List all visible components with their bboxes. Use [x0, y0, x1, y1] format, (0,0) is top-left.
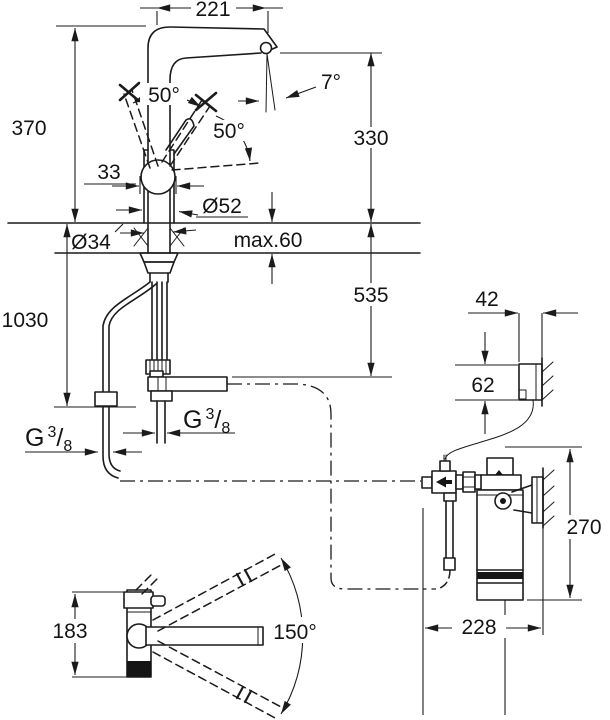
lever-axis-dashed: [171, 162, 261, 171]
filter-assembly: [421, 454, 555, 601]
dim-330-label: 330: [353, 127, 388, 150]
wall-hatch-upper: [541, 361, 554, 401]
mounting-studs: [133, 227, 185, 247]
dia-34-label: Ø34: [71, 231, 111, 254]
dim-221-label: 221: [195, 0, 230, 21]
supply-hoses: [151, 281, 168, 361]
top-view-base-pad: [127, 661, 151, 677]
dim-183-label: 183: [52, 620, 87, 643]
wall-hatch-lower: [542, 469, 555, 527]
hose-nut-right: [150, 390, 173, 402]
return-hose-route: [227, 383, 436, 590]
dia-52-label: Ø52: [202, 195, 242, 218]
pullout-hose-socket: [147, 376, 228, 392]
filter-hose-inner: [108, 283, 157, 472]
faucet-side-view: [7, 26, 421, 479]
top-view-head: [123, 591, 154, 609]
faucet-top-view: [123, 552, 284, 720]
max-60-label: max.60: [234, 229, 303, 252]
filter-head: [480, 474, 522, 491]
mounting-nut: [143, 261, 175, 274]
dim-535-label: 535: [353, 284, 388, 307]
hose-nut-left: [94, 391, 118, 407]
dim-33-label: 33: [97, 161, 120, 184]
hex-fitting: [462, 471, 476, 493]
lever-handle: [165, 118, 195, 155]
dim-62-label: 62: [471, 374, 494, 397]
dimension-labels: 221 370 50° 50° 7° 330 33 Ø52 Ø34 max.60…: [2, 0, 602, 644]
dim-228-label: 228: [461, 616, 496, 639]
hose-routing: [120, 383, 436, 590]
lever-cap-cross-right: [194, 91, 218, 113]
flow-arrow: [436, 476, 452, 488]
filter-hose-outer: [102, 281, 151, 479]
dim-1030-label: 1030: [2, 309, 49, 332]
angle-7-label: 7°: [321, 71, 341, 94]
dim-42-label: 42: [475, 288, 498, 311]
angle-150-label: 150°: [273, 621, 316, 644]
spray-lines: [265, 53, 276, 113]
top-view-spout-bar: [145, 626, 264, 646]
supply-tube-end: [156, 400, 166, 444]
swivel-spout-upper: [152, 552, 284, 632]
control-box: [444, 357, 554, 460]
lever-position-right: [161, 99, 211, 167]
filter-band: [477, 572, 523, 579]
dim-370-label: 370: [11, 117, 46, 140]
washer: [139, 252, 179, 263]
angle-50-side-label: 50°: [213, 120, 245, 143]
swivel-spout-lower: [152, 640, 284, 720]
angle-50-top-label: 50°: [148, 84, 180, 107]
valve-inlet: [421, 476, 433, 489]
lever-cap-cross-left: [118, 81, 141, 103]
mousseur: [259, 41, 273, 55]
control-cable: [444, 399, 534, 460]
top-view-nozzle: [150, 595, 166, 607]
dim-270-label: 270: [566, 516, 601, 539]
valve-hose: [445, 499, 454, 561]
valve-cable-connector: [439, 460, 451, 472]
